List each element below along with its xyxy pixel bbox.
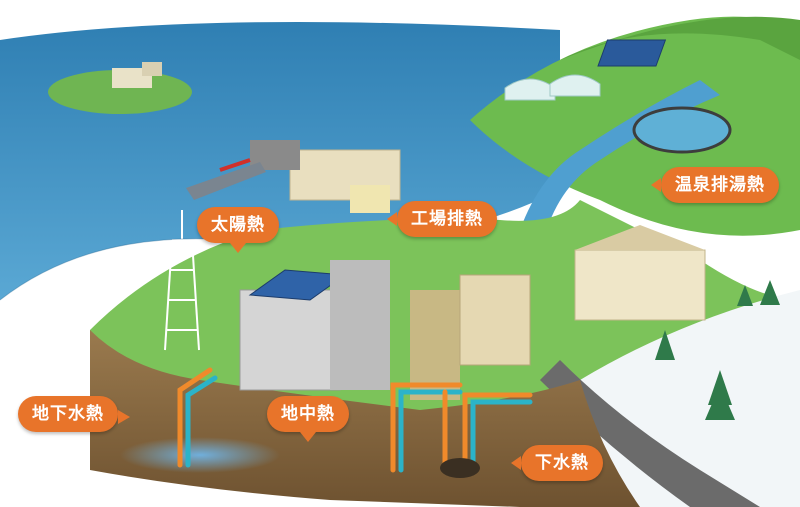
- label-sewage-heat: 下水熱: [511, 445, 603, 481]
- sewage-pipe: [440, 458, 480, 478]
- wind-turbine-icon: [581, 0, 638, 30]
- house-icon: [574, 225, 706, 321]
- tower-icon: [164, 210, 200, 351]
- groundwater-glow: [120, 437, 280, 473]
- label-hot-spring-waste-heat: 温泉排湯熱: [651, 167, 779, 203]
- office-building: [239, 260, 390, 391]
- solar-panel-icon: [597, 39, 667, 67]
- greenhouse-icon: [504, 74, 601, 101]
- heat-pipes: [177, 367, 533, 473]
- ship-icon: [186, 158, 266, 200]
- island: [48, 70, 192, 114]
- road: [540, 360, 760, 507]
- hot-spring-pond: [632, 106, 732, 154]
- apartment-building: [410, 274, 531, 400]
- label-factory-waste-heat: 工場排熱: [387, 201, 497, 237]
- label-solar-heat: 太陽熱: [197, 207, 279, 253]
- factory-building: [250, 140, 401, 213]
- label-groundwater-heat: 地下水熱: [18, 396, 130, 432]
- evergreen-tree-icon: [655, 280, 780, 420]
- label-geothermal-heat: 地中熱: [267, 396, 349, 442]
